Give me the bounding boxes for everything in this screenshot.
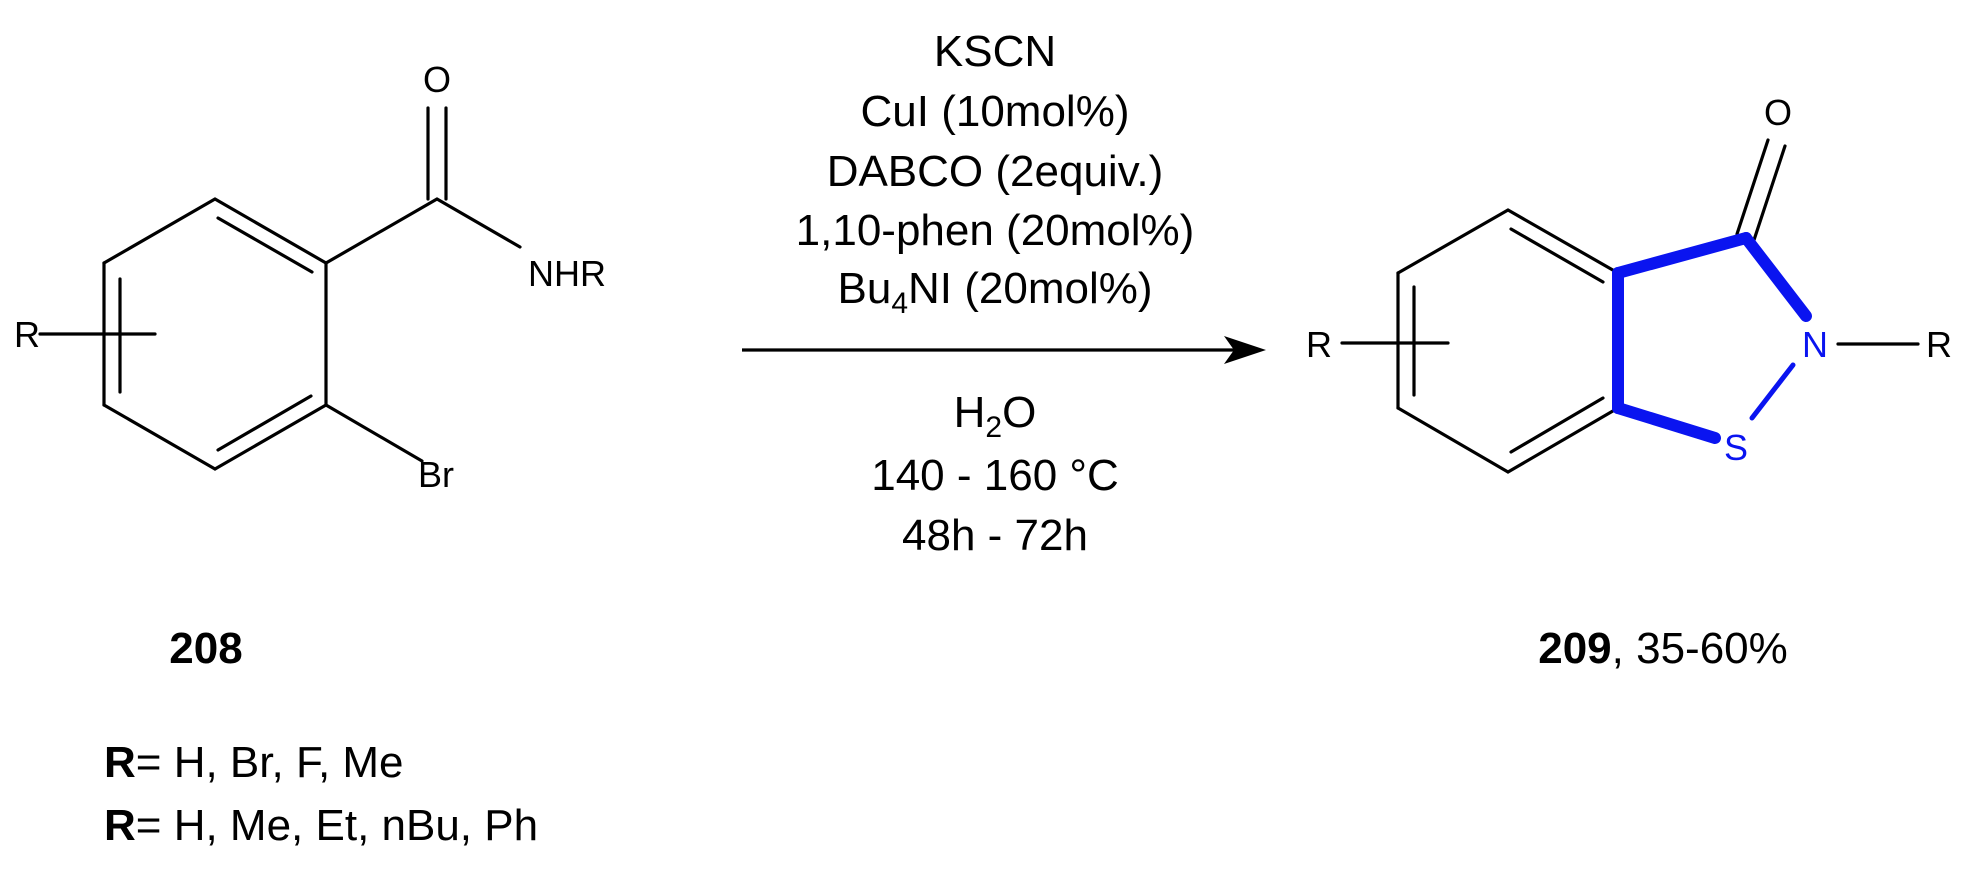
substituent-list-2: R= H, Me, Et, nBu, Ph (104, 801, 538, 850)
product-sulfur-label: S (1724, 427, 1748, 468)
product-compound-number: 209 (1538, 624, 1611, 673)
isothiazolone-ring-highlight (1612, 232, 1812, 444)
condition-time: 48h - 72h (902, 511, 1088, 560)
product-oxygen-label: O (1764, 92, 1792, 133)
water-prefix: H (954, 388, 986, 437)
product-209-structure (1340, 138, 1920, 474)
condition-ligand: 1,10-phen (20mol%) (796, 206, 1195, 255)
substituent-list-1: R= H, Br, F, Me (104, 738, 404, 787)
bu4ni-prefix: Bu (837, 264, 891, 313)
product-nitrogen-label: N (1802, 324, 1828, 365)
condition-temperature: 140 - 160 °C (871, 451, 1119, 500)
bu4ni-subscript: 4 (891, 287, 908, 320)
condition-base: DABCO (2equiv.) (827, 147, 1164, 196)
substituent-2-values: = H, Me, Et, nBu, Ph (136, 801, 538, 850)
bu4ni-suffix: NI (20mol%) (908, 264, 1153, 313)
condition-additive: Bu4NI (20mol%) (837, 264, 1152, 320)
condition-reagent: KSCN (934, 27, 1056, 76)
condition-solvent: H2O (954, 388, 1037, 444)
water-suffix: O (1002, 388, 1036, 437)
reactant-208-structure (38, 106, 522, 471)
water-subscript: 2 (985, 411, 1002, 444)
reactant-oxygen-label: O (423, 59, 451, 100)
condition-catalyst: CuI (10mol%) (861, 87, 1130, 136)
reactant-r-label: R (14, 314, 40, 355)
n-s-bond (1749, 362, 1796, 421)
reactant-compound-number: 208 (169, 624, 242, 673)
reactant-nhr-label: NHR (528, 253, 606, 294)
substituent-1-values: = H, Br, F, Me (136, 738, 404, 787)
reactant-bromine-label: Br (418, 454, 454, 495)
product-r-right-label: R (1926, 324, 1952, 365)
product-r-left-label: R (1306, 324, 1332, 365)
substituent-2-symbol: R (104, 801, 136, 850)
product-yield: , 35-60% (1612, 624, 1788, 673)
reaction-arrow (742, 336, 1266, 364)
substituent-1-symbol: R (104, 738, 136, 787)
product-compound-label: 209, 35-60% (1538, 624, 1788, 673)
